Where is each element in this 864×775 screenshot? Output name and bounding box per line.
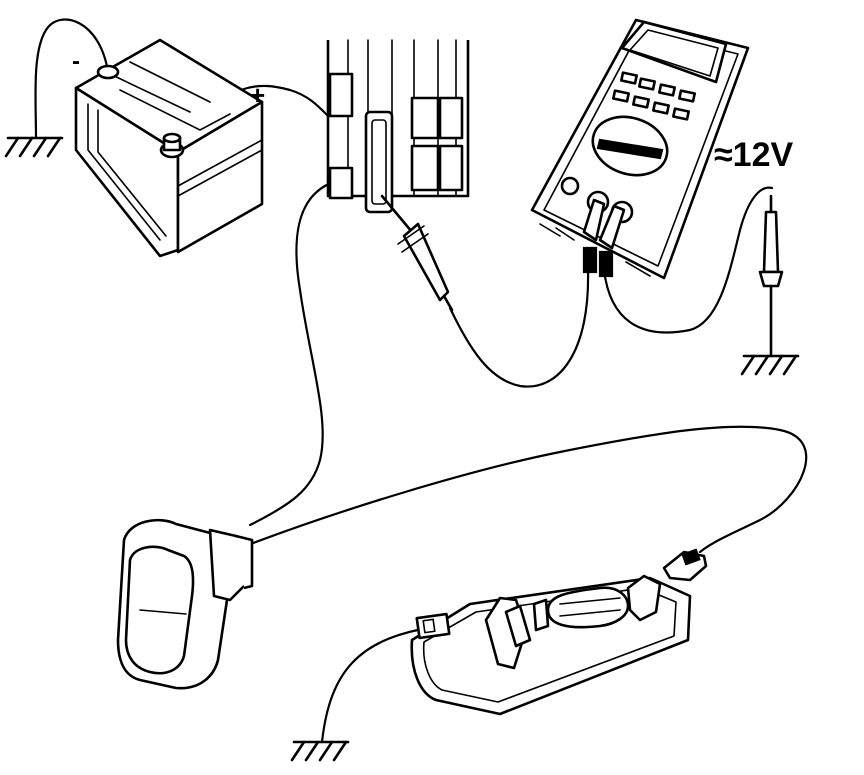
multimeter-icon [530,18,750,280]
ground-symbol-icon [4,136,64,158]
fuse-block-icon [326,39,470,214]
lamp-housing-icon [410,548,708,716]
ground-probe-icon [758,194,784,358]
test-probe-icon [380,194,454,312]
ground-symbol-icon [740,354,800,376]
meter-reading-label: ≈12V [714,136,794,174]
rocker-switch-icon [116,518,254,690]
car-battery-icon [74,38,264,258]
battery-negative-label: - [72,48,80,75]
wires [34,18,808,744]
ground-symbol-icon [290,740,350,762]
battery-positive-label: + [250,80,266,110]
